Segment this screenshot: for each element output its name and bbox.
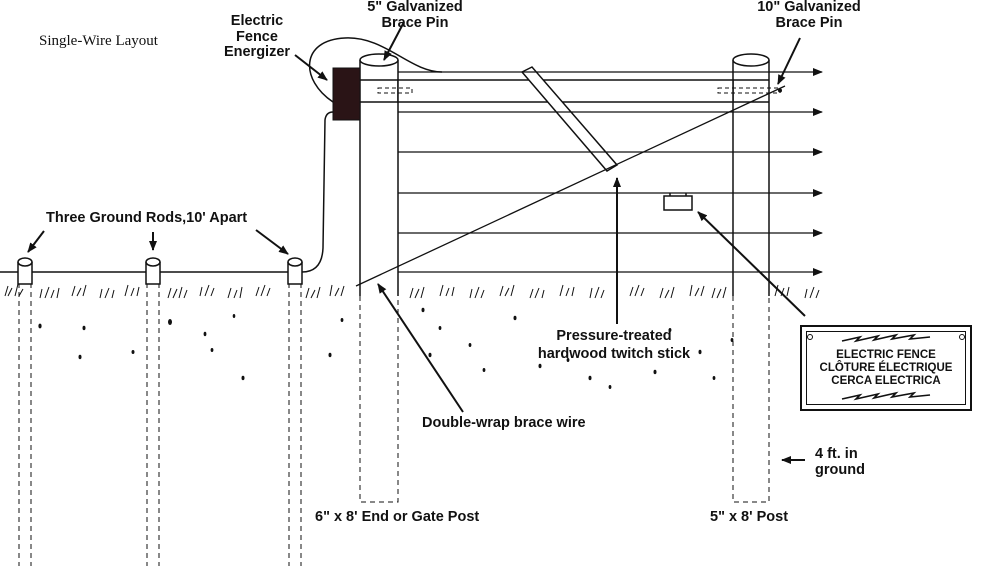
fence-wires bbox=[398, 68, 823, 276]
sign-line-1: ELECTRIC FENCE bbox=[836, 349, 936, 361]
warning-sign: ELECTRIC FENCE CLÔTURE ÉLECTRIQUE CERCA … bbox=[800, 325, 972, 411]
sign-rivet bbox=[959, 334, 965, 340]
sign-line-3: CERCA ELECTRICA bbox=[831, 375, 941, 388]
energizer-label: Electric Fence Energizer bbox=[223, 13, 291, 61]
energizer-box bbox=[332, 67, 361, 121]
brace-rail bbox=[360, 79, 769, 103]
ground-rods bbox=[18, 283, 302, 566]
sign-line-2: CLÔTURE ÉLECTRIQUE bbox=[819, 362, 953, 375]
sign-text: ELECTRIC FENCE CLÔTURE ÉLECTRIQUE CERCA … bbox=[802, 349, 970, 389]
sign-mount bbox=[663, 195, 693, 211]
sign-rivet bbox=[807, 334, 813, 340]
energizer-lead bbox=[309, 37, 443, 103]
line-post bbox=[732, 53, 770, 503]
depth-label: 4 ft. in ground bbox=[815, 446, 865, 478]
ground-wire bbox=[0, 111, 334, 273]
end-post-label: 6" x 8' End or Gate Post bbox=[315, 509, 480, 525]
diagram-title: Single-Wire Layout bbox=[39, 33, 158, 49]
soil-specks bbox=[38, 307, 734, 389]
twitch-stick-label: Pressure-treated hardwood twitch stick bbox=[537, 328, 691, 363]
line-post-label: 5" x 8' Post bbox=[710, 509, 789, 525]
ground-rods-label: Three Ground Rods,10' Apart bbox=[46, 210, 248, 226]
ground-rod-tops bbox=[17, 257, 303, 285]
warning-sign-border bbox=[806, 331, 966, 405]
brace-pins bbox=[377, 87, 782, 94]
brace-wire bbox=[355, 85, 786, 287]
grass bbox=[4, 283, 820, 299]
lightning-bolt-icon bbox=[841, 333, 931, 401]
end-post bbox=[359, 53, 399, 503]
brace-pin-5-label: 5" Galvanized Brace Pin bbox=[367, 0, 463, 31]
brace-pin-10-label: 10" Galvanized Brace Pin bbox=[757, 0, 861, 31]
label-arrows bbox=[27, 21, 806, 464]
brace-wire-label: Double-wrap brace wire bbox=[422, 415, 586, 431]
